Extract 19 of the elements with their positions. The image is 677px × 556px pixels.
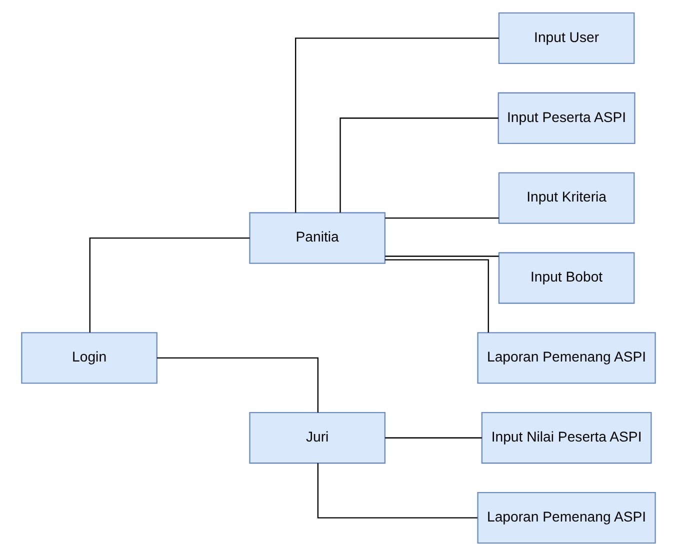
- connector: [295, 38, 499, 213]
- node-box: Input Peserta ASPI: [498, 92, 636, 144]
- connector: [385, 437, 482, 438]
- node-box: Laporan Pemenang ASPI: [477, 492, 656, 544]
- connector: [340, 118, 498, 213]
- node-box: Input Nilai Peserta ASPI: [481, 412, 652, 464]
- node-box: Login: [21, 332, 158, 384]
- node-box: Panitia: [249, 212, 386, 264]
- connector: [384, 259, 489, 333]
- node-box: Input Bobot: [498, 252, 635, 304]
- node-box: Input Kriteria: [498, 172, 635, 224]
- node-box: Juri: [249, 412, 386, 464]
- node-box: Input User: [498, 12, 635, 64]
- connector: [385, 217, 499, 219]
- connector: [89, 237, 250, 332]
- connector: [385, 256, 499, 257]
- connector: [317, 463, 478, 518]
- connector: [156, 357, 319, 413]
- node-box: Laporan Pemenang ASPI: [477, 332, 656, 384]
